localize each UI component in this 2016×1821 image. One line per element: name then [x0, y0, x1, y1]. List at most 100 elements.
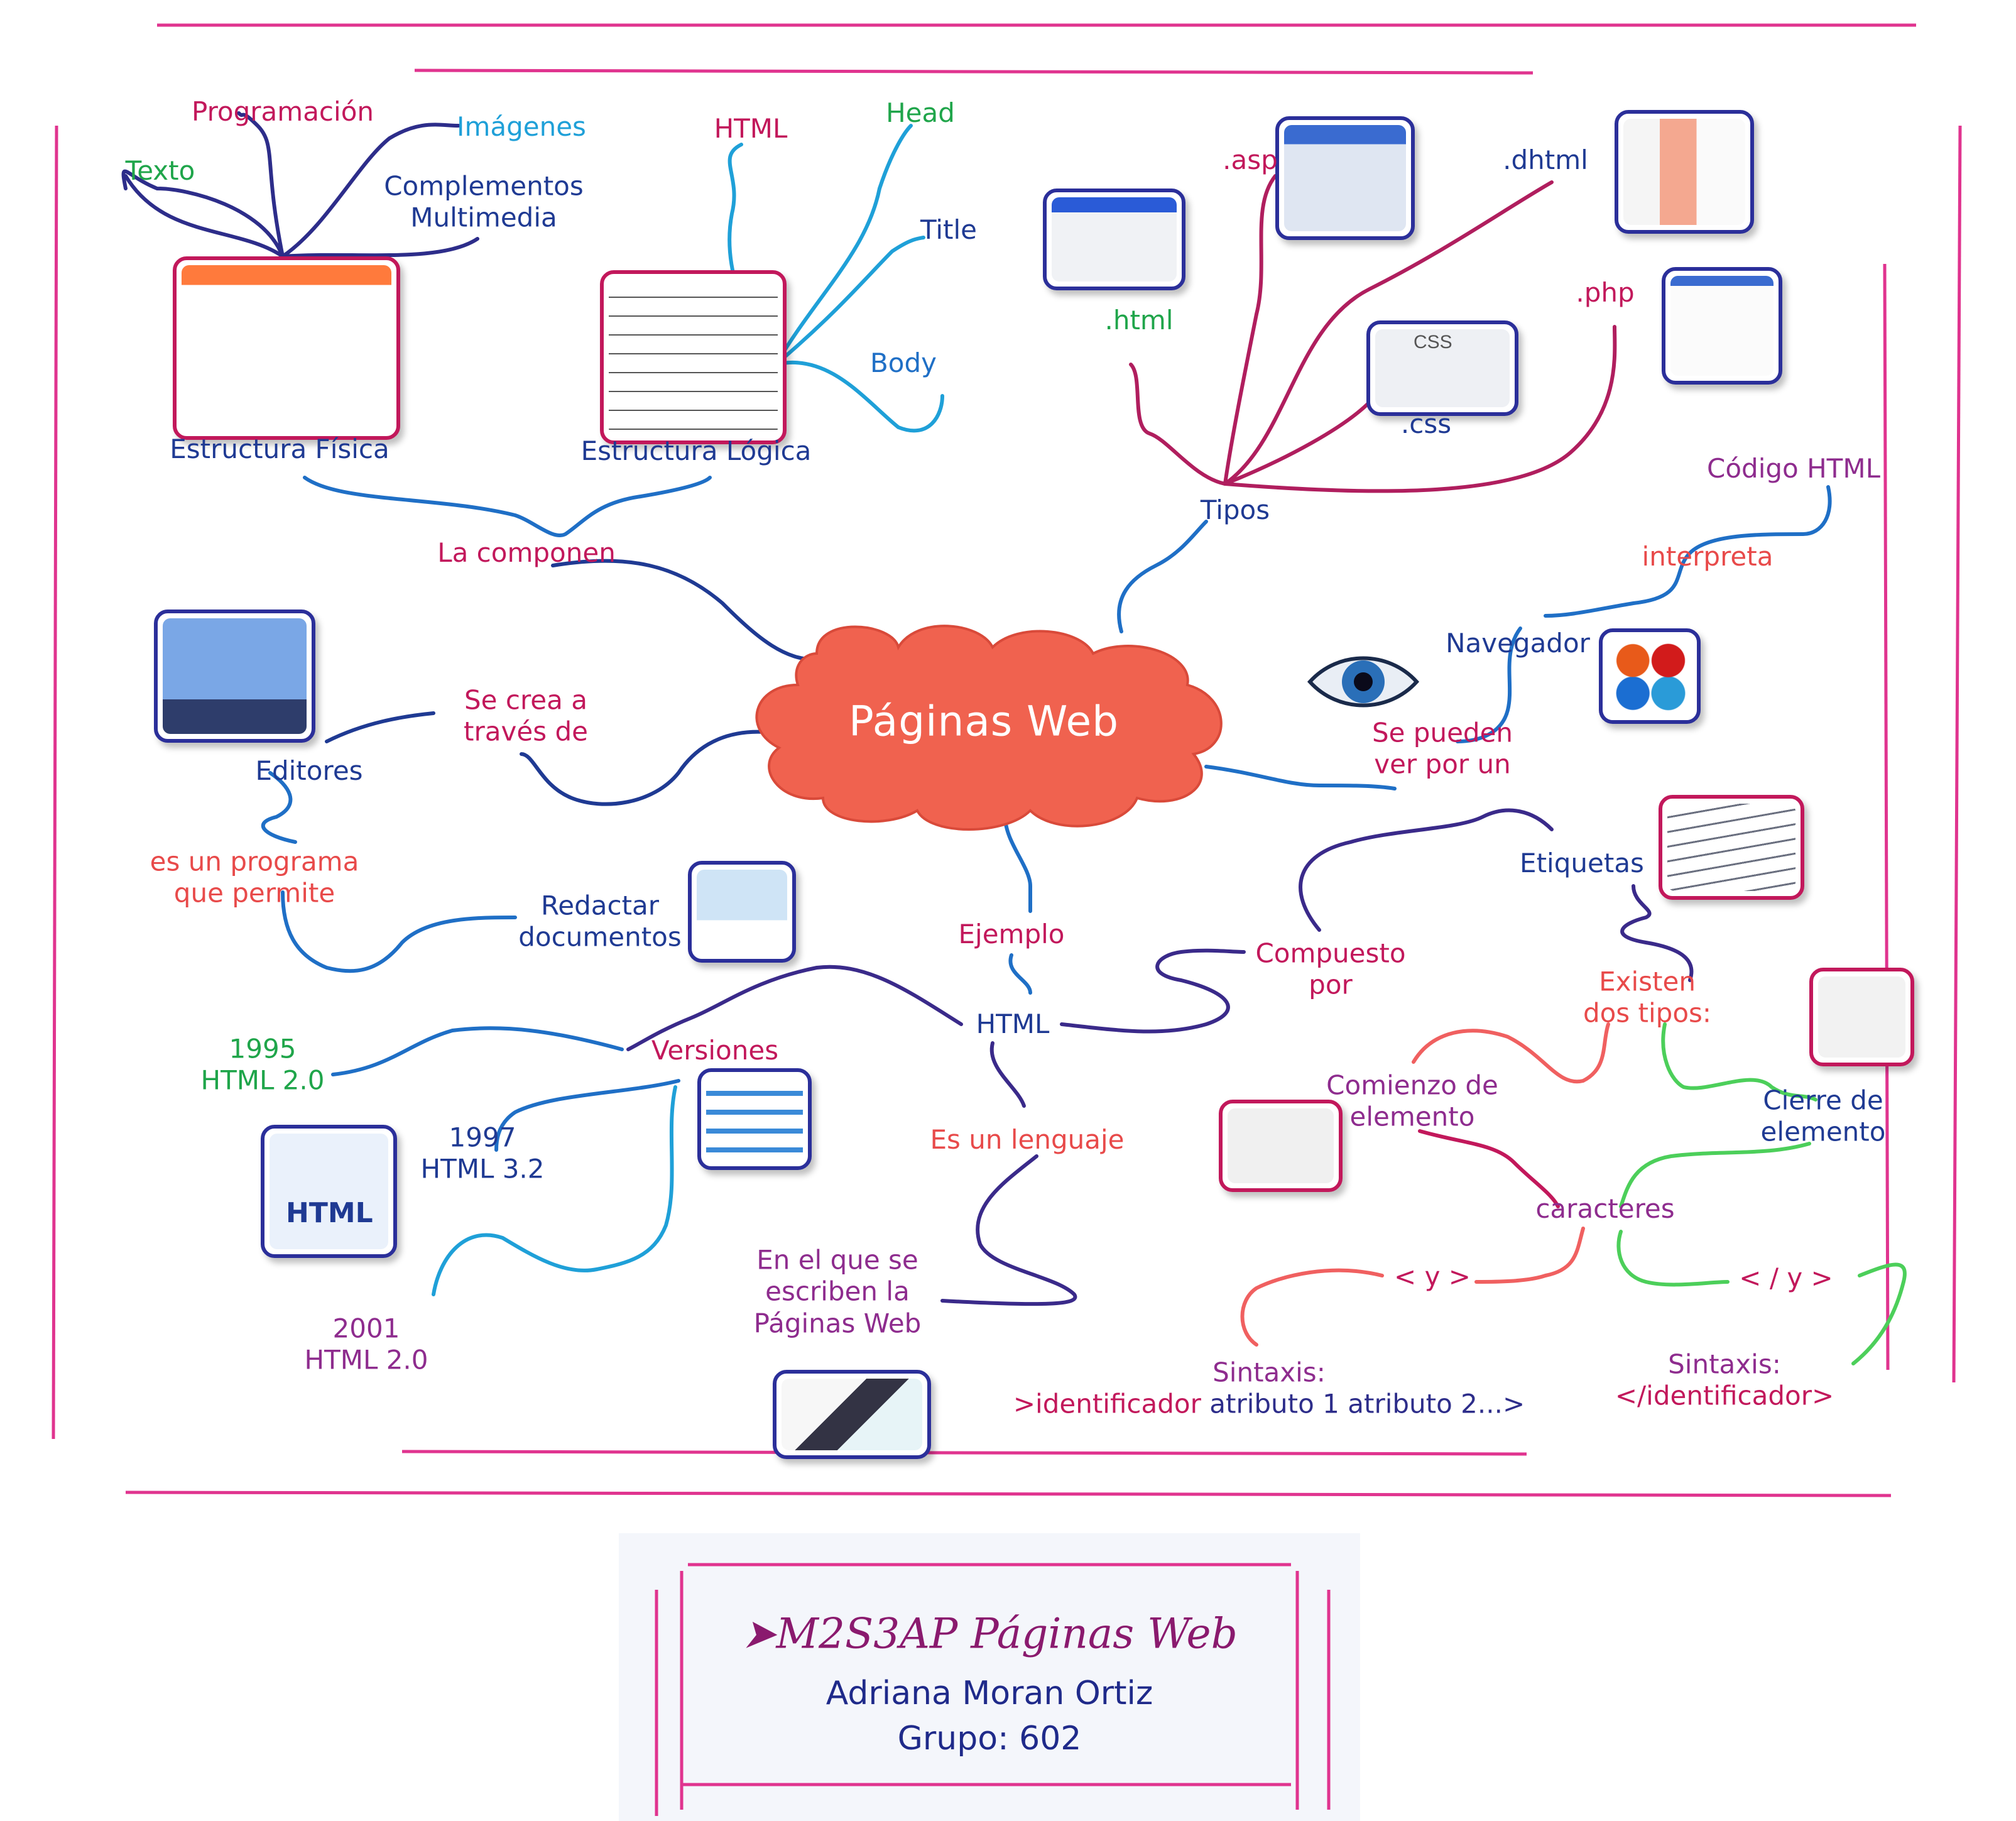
- estructura-logica-image: [600, 270, 787, 444]
- label-imagenes: Imágenes: [457, 111, 586, 142]
- card-border: [655, 1563, 1331, 1816]
- text-sintaxis-1-code: >identificador atributo 1 atributo 2...>: [1013, 1389, 1525, 1420]
- label-la-componen: La componen: [437, 537, 616, 568]
- escribir-image: [773, 1370, 931, 1459]
- label-html-ext: .html: [1104, 304, 1174, 336]
- editores-image: [154, 610, 315, 743]
- php-file-image: [1662, 267, 1782, 385]
- text-elemento-2: elemento: [1760, 1117, 1886, 1147]
- text-2001: 2001: [332, 1313, 400, 1344]
- eye-icon: [1307, 656, 1420, 708]
- label-sintaxis-1: Sintaxis: >identificador atributo 1 atri…: [1013, 1357, 1525, 1421]
- label-en-el-que: En el que se escriben la Páginas Web: [754, 1244, 922, 1339]
- label-body: Body: [869, 347, 937, 378]
- text-cierre: Cierre de: [1763, 1085, 1883, 1116]
- label-es-un-programa: es un programa que permite: [150, 846, 359, 910]
- author-card: [619, 1533, 1360, 1821]
- label-cierre: Cierre de elemento: [1761, 1085, 1886, 1149]
- etiquetas-image: [1659, 795, 1804, 900]
- label-comienzo: Comienzo de elemento: [1326, 1070, 1498, 1134]
- label-html-top: HTML: [714, 112, 788, 144]
- dhtml-file-image: [1615, 110, 1754, 234]
- cierre-image: [1809, 968, 1914, 1066]
- label-sintaxis-2: Sintaxis: </identificador>: [1615, 1349, 1834, 1413]
- text-escriben: escriben la: [765, 1276, 910, 1307]
- page-border: [52, 23, 1962, 1497]
- text-1995: 1995: [229, 1033, 297, 1064]
- text-dos-tipos: dos tipos:: [1583, 998, 1712, 1029]
- asp-file-image: [1275, 116, 1415, 240]
- text-se-pueden: Se pueden: [1371, 717, 1513, 748]
- text-complementos: Complementos: [384, 170, 584, 202]
- html-file-image: [1043, 189, 1185, 290]
- text-elemento-1: elemento: [1349, 1102, 1475, 1132]
- text-1997: 1997: [449, 1122, 516, 1153]
- label-versiones: Versiones: [651, 1034, 779, 1066]
- label-redactar: Redactar documentos: [518, 890, 682, 954]
- versiones-image: [697, 1068, 812, 1170]
- label-asp: .asp: [1223, 144, 1278, 175]
- card-group: Grupo: 602: [897, 1720, 1082, 1758]
- text-que-permite: que permite: [173, 878, 335, 909]
- text-atributos: atributo 1 atributo 2...>: [1201, 1389, 1525, 1419]
- text-multimedia: Multimedia: [410, 202, 557, 233]
- label-php: .php: [1576, 276, 1635, 308]
- text-1997-version: HTML 3.2: [420, 1154, 545, 1184]
- text-comienzo: Comienzo de: [1326, 1069, 1498, 1101]
- label-1995: 1995 HTML 2.0: [200, 1034, 324, 1097]
- text-cierre-identificador: </identificador>: [1615, 1381, 1834, 1411]
- label-estructura-logica: Estructura Lógica: [580, 435, 812, 466]
- text-sintaxis-1: Sintaxis:: [1212, 1357, 1326, 1388]
- text-se-crea: Se crea a: [464, 684, 587, 716]
- text-paginas-web: Páginas Web: [753, 1308, 922, 1339]
- label-se-pueden: Se pueden ver por un: [1372, 718, 1513, 781]
- label-es-un-lenguaje: Es un lenguaje: [930, 1124, 1125, 1155]
- card-author: Adriana Moran Ortiz: [825, 1675, 1153, 1712]
- label-programacion: Programación: [191, 96, 374, 127]
- text-redactar: Redactar: [540, 890, 660, 921]
- label-css: .css: [1400, 408, 1452, 439]
- text-compuesto: Compuesto: [1255, 938, 1406, 969]
- text-1995-version: HTML 2.0: [200, 1065, 325, 1096]
- comienzo-image: [1219, 1100, 1343, 1192]
- label-title: Title: [920, 214, 978, 245]
- browser-icons-image: [1599, 628, 1701, 724]
- label-close-chars: < / y >: [1739, 1262, 1833, 1293]
- text-2001-version: HTML 2.0: [304, 1345, 428, 1375]
- text-existen: Existen: [1599, 966, 1696, 997]
- label-compuesto: Compuesto por: [1255, 938, 1405, 1002]
- redactar-image: [688, 861, 796, 963]
- label-editores: Editores: [255, 755, 363, 786]
- text-traves-de: través de: [464, 716, 588, 747]
- css-file-image: [1366, 320, 1518, 416]
- label-estructura-fisica: Estructura Física: [170, 433, 390, 464]
- label-interpreta: interpreta: [1642, 540, 1774, 572]
- text-ver-por-un: ver por un: [1374, 749, 1511, 780]
- label-etiquetas: Etiquetas: [1520, 847, 1644, 878]
- label-existen: Existen dos tipos:: [1583, 966, 1711, 1030]
- text-es-un-programa: es un programa: [150, 846, 359, 877]
- html-logo-image: [261, 1125, 397, 1258]
- label-open-chars: < y >: [1394, 1260, 1471, 1292]
- card-title: ➤M2S3AP Páginas Web: [741, 1609, 1238, 1658]
- label-codigo-html: Código HTML: [1707, 452, 1880, 484]
- label-se-crea: Se crea a través de: [464, 685, 588, 748]
- label-head: Head: [886, 97, 955, 128]
- estructura-fisica-image: [173, 256, 400, 440]
- text-en-el-que: En el que se: [756, 1244, 918, 1276]
- text-documentos: documentos: [518, 922, 682, 953]
- center-cloud: [755, 625, 1223, 831]
- label-2001: 2001 HTML 2.0: [304, 1313, 428, 1377]
- connectors: [121, 111, 1907, 1365]
- label-dhtml: .dhtml: [1503, 144, 1588, 175]
- label-caracteres: caracteres: [1535, 1193, 1675, 1224]
- label-complementos: Complementos Multimedia: [384, 171, 584, 234]
- text-por: por: [1309, 970, 1353, 1000]
- label-tipos: Tipos: [1200, 494, 1270, 525]
- label-ejemplo: Ejemplo: [958, 918, 1065, 949]
- label-navegador: Navegador: [1446, 627, 1590, 659]
- text-identificador: >identificador: [1013, 1389, 1201, 1419]
- label-texto: Texto: [125, 155, 195, 186]
- css-icon-label: CSS: [1414, 332, 1452, 353]
